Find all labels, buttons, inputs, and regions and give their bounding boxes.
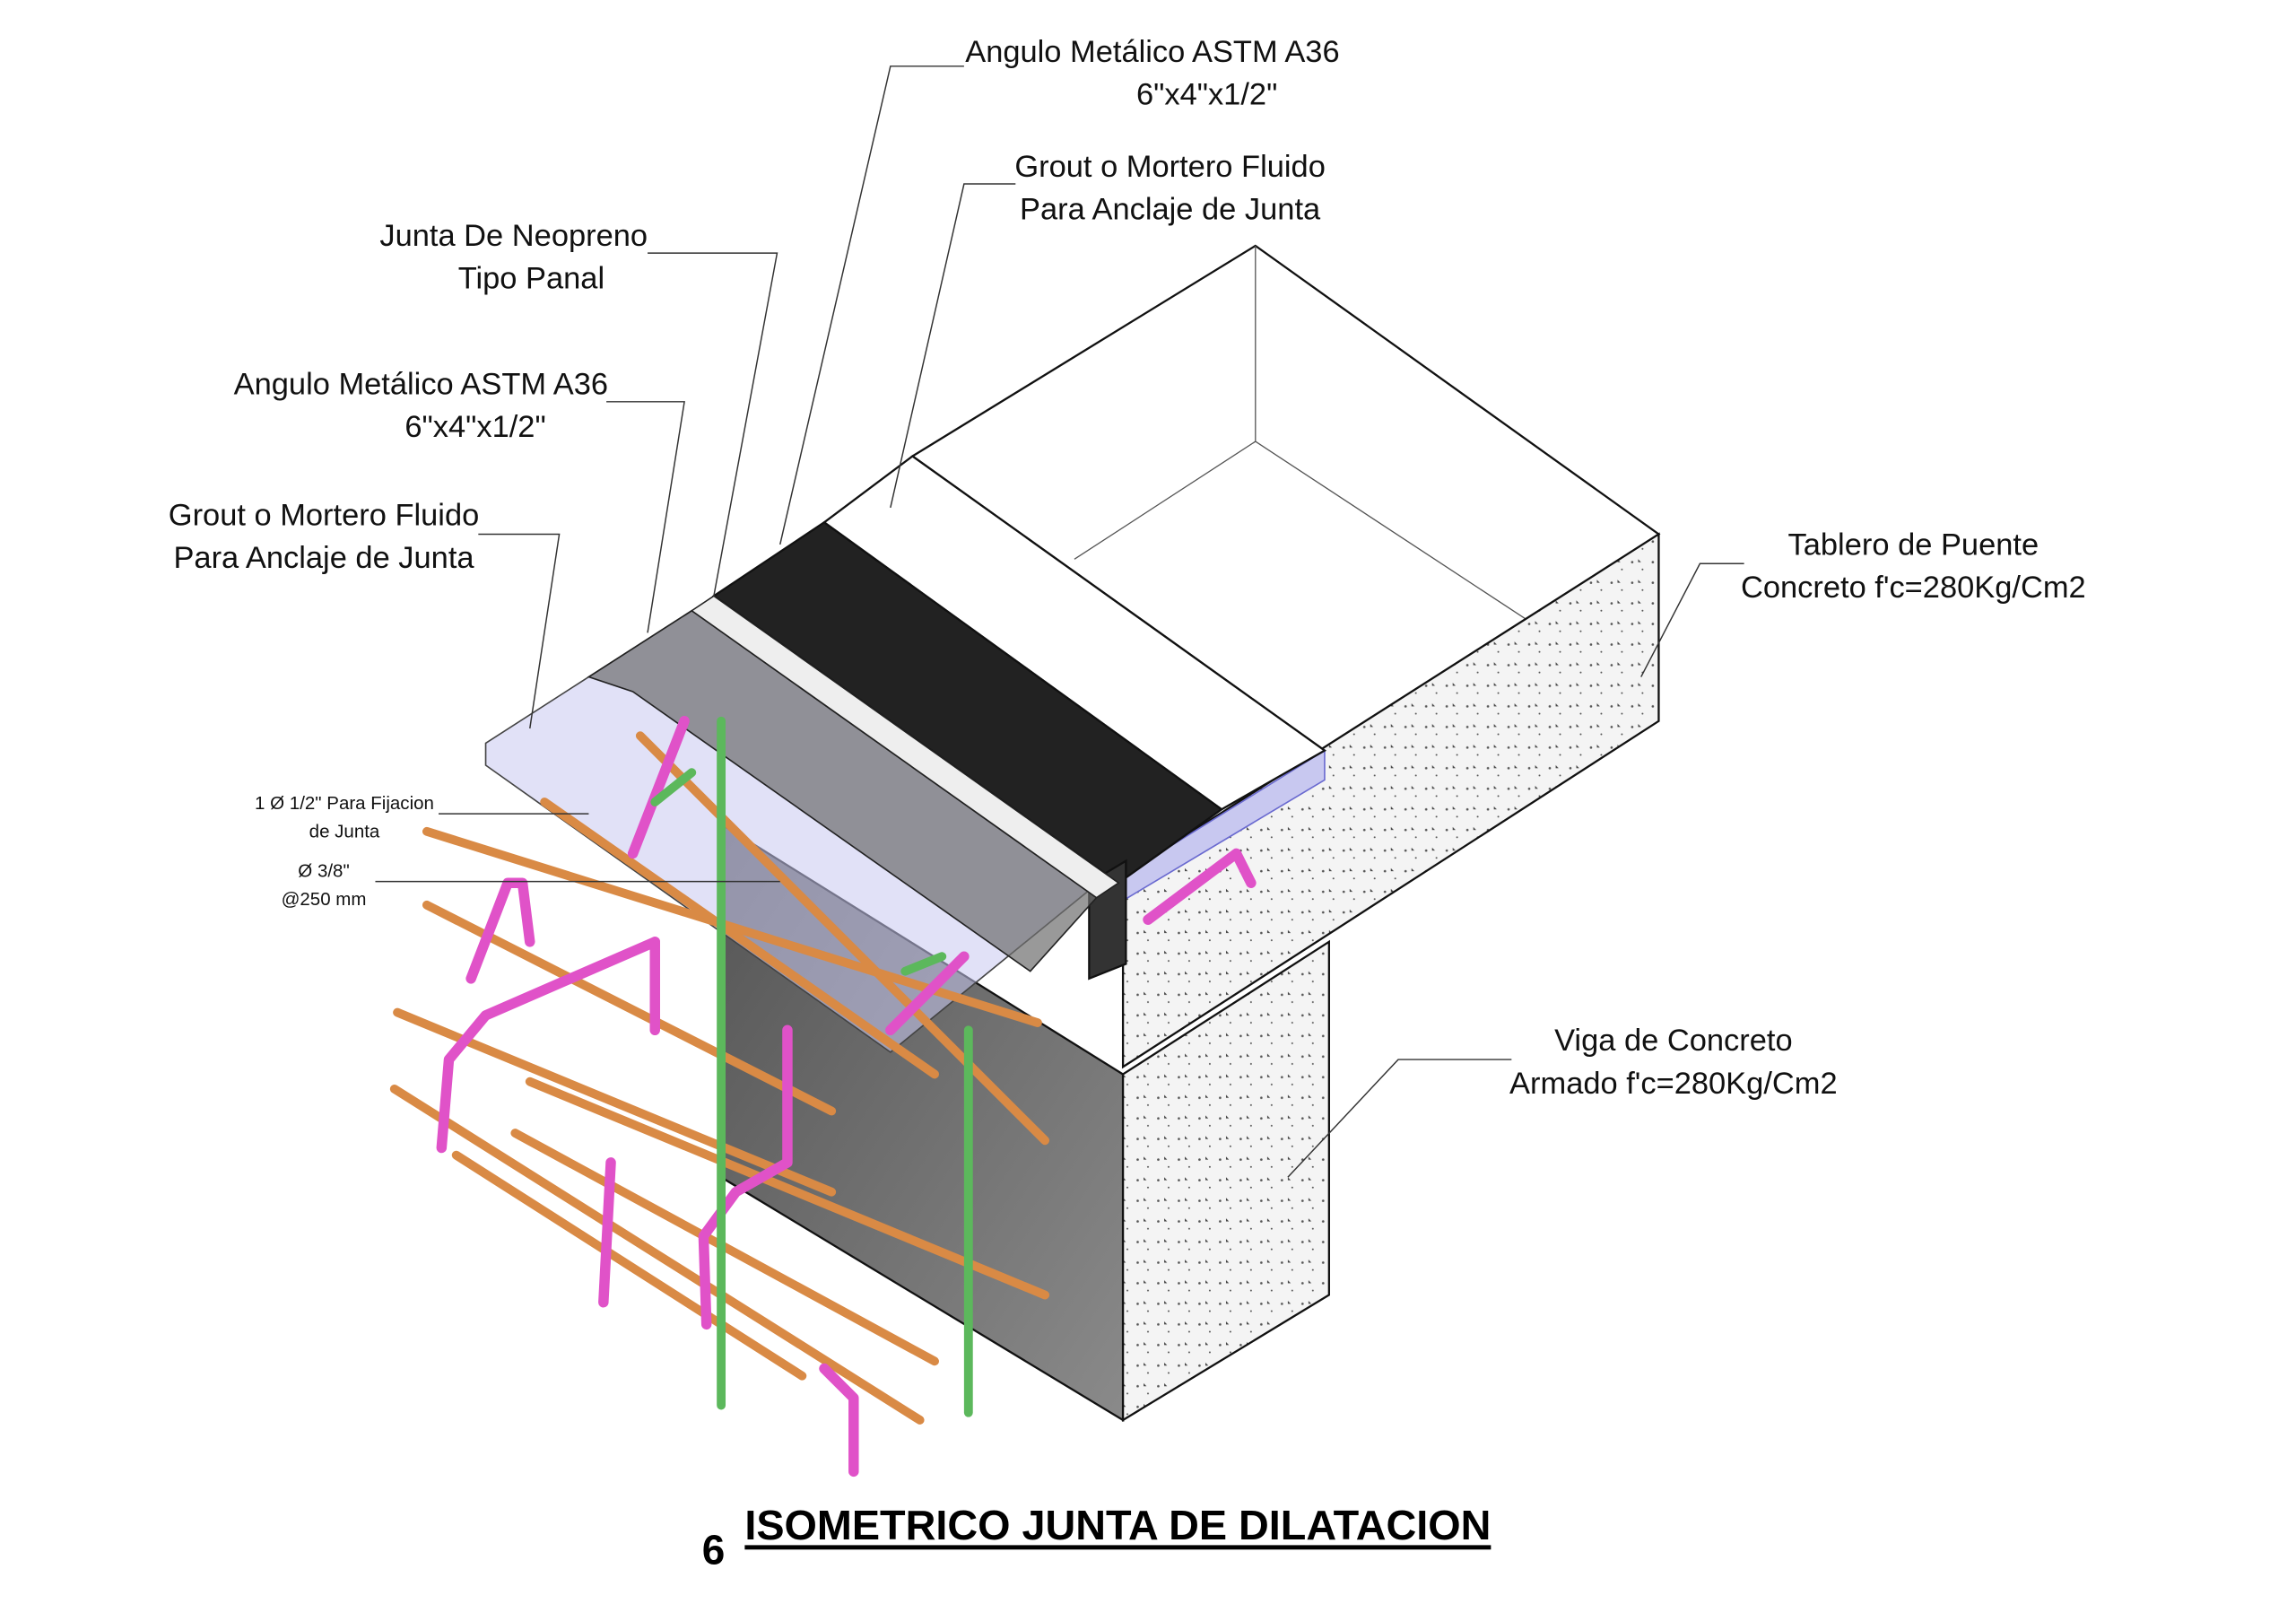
label-neoprene-line1: Junta De Neopreno — [379, 219, 648, 253]
label-stirrup-line2: @250 mm — [282, 889, 367, 910]
label-deck-line2: Concreto f'c=280Kg/Cm2 — [1741, 571, 2086, 605]
title-text: ISOMETRICO JUNTA DE DILATACION — [744, 1502, 1491, 1548]
beam-front-face — [1121, 939, 1330, 1422]
label-grout-left-line1: Grout o Mortero Fluido — [169, 499, 480, 533]
label-angle-left-line2: 6"x4"x1/2" — [404, 410, 545, 444]
label-beam-line1: Viga de Concreto — [1554, 1024, 1793, 1058]
rebar-cage — [389, 716, 1257, 1478]
label-neoprene-line2: Tipo Panal — [458, 262, 604, 296]
deck-front-face — [1121, 532, 1660, 1069]
label-stirrup-line1: Ø 3/8" — [298, 861, 349, 882]
label-beam-line2: Armado f'c=280Kg/Cm2 — [1509, 1067, 1838, 1101]
angle-left — [587, 609, 1098, 972]
label-angle-left-line1: Angulo Metálico ASTM A36 — [234, 368, 608, 402]
label-fixing-bar-line1: 1 Ø 1/2" Para Fijacion — [255, 793, 434, 814]
label-grout-top-line2: Para Anclaje de Junta — [1020, 192, 1321, 226]
label-deck-line1: Tablero de Puente — [1788, 527, 2039, 562]
label-angle-top-line2: 6"x4"x1/2" — [1136, 77, 1277, 111]
label-grout-top-line1: Grout o Mortero Fluido — [1014, 150, 1326, 184]
title-number: 6 — [702, 1527, 726, 1573]
label-grout-left-line2: Para Anclaje de Junta — [173, 541, 474, 575]
title-underline — [744, 1545, 1492, 1550]
label-fixing-bar-line2: de Junta — [309, 821, 380, 841]
label-angle-top-line1: Angulo Metálico ASTM A36 — [965, 35, 1339, 69]
